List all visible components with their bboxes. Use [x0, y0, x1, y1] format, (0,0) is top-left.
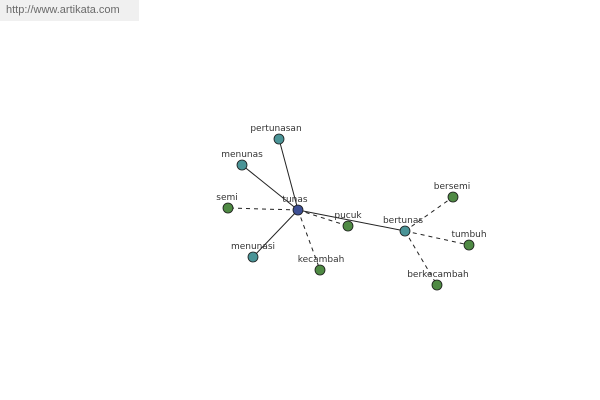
node-label-tumbuh[interactable]: tumbuh	[451, 230, 486, 240]
edge-tunas-menunasi	[252, 209, 299, 258]
node-label-berkecambah[interactable]: berkecambah	[407, 270, 469, 280]
edge-tunas-semi	[227, 207, 299, 211]
node-label-tunas[interactable]: tunas	[282, 195, 307, 205]
node-label-bersemi[interactable]: bersemi	[434, 182, 470, 192]
node-label-pucuk[interactable]: pucuk	[334, 211, 362, 221]
edge-tunas-pertunasan	[278, 138, 299, 211]
watermark-url: http://www.artikata.com	[6, 4, 120, 16]
edge-bertunas-bersemi	[404, 196, 454, 232]
node-tunas[interactable]	[292, 204, 304, 216]
watermark-bar: http://www.artikata.com	[0, 0, 139, 21]
node-menunasi[interactable]	[247, 251, 259, 263]
node-label-semi[interactable]: semi	[216, 193, 238, 203]
edge-bertunas-berkecambah	[404, 230, 438, 286]
edge-tunas-kecambah	[297, 209, 321, 271]
graph-labels: tunas pertunasan menunas semi menunasi kecamb…	[216, 124, 486, 280]
node-menunas[interactable]	[236, 159, 248, 171]
edge-tunas-menunas	[241, 164, 299, 211]
node-pertunasan[interactable]	[273, 133, 285, 145]
graph-nodes	[222, 133, 475, 291]
edge-bertunas-tumbuh	[404, 230, 470, 246]
node-label-bertunas[interactable]: bertunas	[383, 216, 423, 226]
node-label-kecambah[interactable]: kecambah	[298, 255, 345, 265]
node-bertunas[interactable]	[399, 225, 411, 237]
node-berkecambah[interactable]	[431, 279, 443, 291]
graph-edges	[227, 138, 470, 286]
node-label-pertunasan[interactable]: pertunasan	[250, 124, 301, 134]
edge-tunas-bertunas	[297, 209, 406, 232]
node-tumbuh[interactable]	[463, 239, 475, 251]
node-pucuk[interactable]	[342, 220, 354, 232]
node-label-menunas[interactable]: menunas	[221, 150, 263, 160]
node-semi[interactable]	[222, 202, 234, 214]
edge-tunas-pucuk	[297, 209, 349, 227]
node-kecambah[interactable]	[314, 264, 326, 276]
node-bersemi[interactable]	[447, 191, 459, 203]
node-label-menunasi[interactable]: menunasi	[231, 242, 275, 252]
